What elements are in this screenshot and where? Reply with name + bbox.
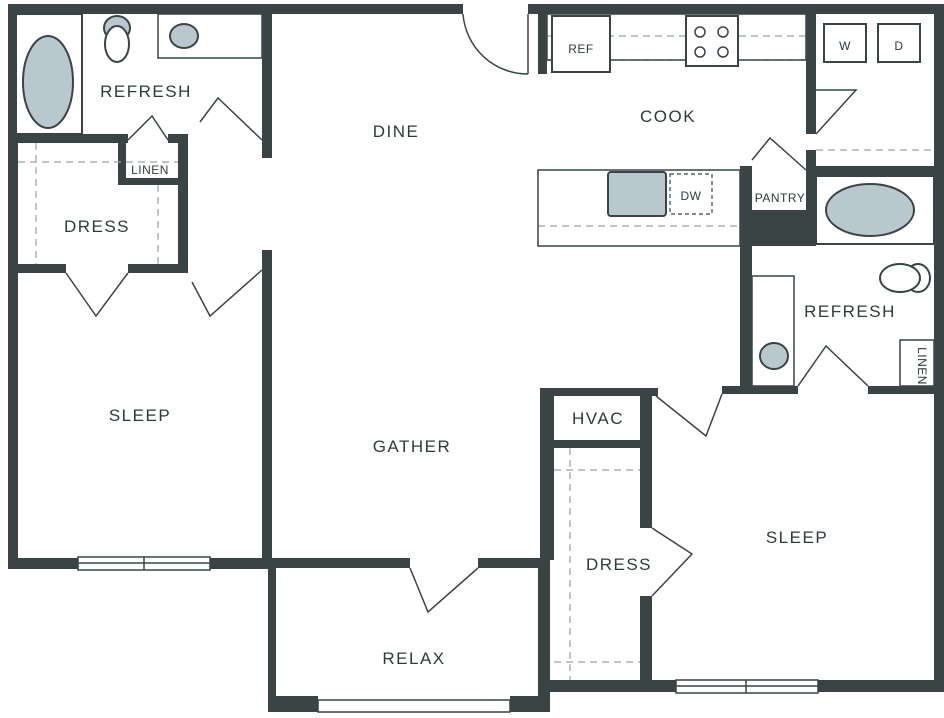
appliance-label-ref: REF xyxy=(568,42,594,56)
room-label-sleep-2: SLEEP xyxy=(766,528,828,547)
wall-right-lower xyxy=(934,388,944,692)
linen-closet-2 xyxy=(899,339,935,387)
walls xyxy=(8,4,944,712)
wall-relax-right xyxy=(538,558,550,712)
wall-dress2-right-lower xyxy=(640,596,652,692)
dress1-door xyxy=(65,272,129,318)
dashed-lines xyxy=(18,35,934,680)
linen1-door xyxy=(127,114,169,141)
appliance-label-washer: W xyxy=(839,39,851,53)
washer xyxy=(823,23,867,63)
wall-dress1-right xyxy=(178,134,188,270)
room-label-hvac: HVAC xyxy=(572,409,624,428)
room-label-pantry: PANTRY xyxy=(755,191,806,205)
laundry-door xyxy=(815,89,858,135)
dryer xyxy=(877,23,921,63)
wall-pantry-right-upper xyxy=(806,150,816,176)
relax-door xyxy=(409,567,479,614)
bath1-door xyxy=(199,96,263,141)
wall-dine-left-upper xyxy=(262,4,272,158)
pantry-door xyxy=(751,136,807,171)
sleep2-door xyxy=(655,393,723,438)
wall-dine-left-lower xyxy=(262,250,272,568)
wall-sleep2-top xyxy=(722,386,742,394)
appliance-label-dw: DW xyxy=(681,189,702,203)
back-counter xyxy=(546,13,807,61)
burner-icon xyxy=(694,26,706,38)
wall-bath1-bottom-a xyxy=(8,134,128,143)
wall-gather-relax-a xyxy=(265,558,410,568)
wall-relax-left xyxy=(268,568,276,698)
kitchen-island xyxy=(537,169,741,247)
wall-bottom-sleep1-b xyxy=(210,558,275,569)
sleep1-door xyxy=(191,269,263,318)
range xyxy=(685,15,739,67)
sink-icon xyxy=(169,23,199,49)
room-labels: REFRESH LINEN DRESS SLEEP DINE GATHER CO… xyxy=(64,39,929,668)
wall-dress1-bottom-a xyxy=(8,264,66,273)
wall-bottom-sleep1-a xyxy=(8,558,78,569)
room-label-linen-1: LINEN xyxy=(131,163,169,177)
room-label-dress-2: DRESS xyxy=(586,555,652,574)
refrigerator xyxy=(551,15,611,73)
wall-bath2-bottom-a xyxy=(740,386,798,394)
wall-top-left xyxy=(8,4,463,14)
wall-bottom-sleep2-b xyxy=(818,680,944,692)
wall-hvac-left xyxy=(540,388,554,560)
wall-kitchen-left xyxy=(538,4,547,74)
sink-icon xyxy=(759,342,789,370)
bath-fixtures xyxy=(15,13,935,387)
wall-pantry-block xyxy=(740,210,816,246)
window-relax xyxy=(317,699,511,713)
wall-right xyxy=(934,4,944,400)
room-label-cook: COOK xyxy=(640,107,696,126)
room-label-sleep-1: SLEEP xyxy=(109,406,171,425)
kitchen xyxy=(537,13,921,247)
wall-bath2-bottom-b xyxy=(868,386,944,394)
entry-door-swing xyxy=(462,13,529,75)
room-label-refresh-1: REFRESH xyxy=(100,82,192,101)
wall-bath2-top xyxy=(806,166,944,175)
room-label-relax: RELAX xyxy=(382,649,445,668)
wall-linen1-left xyxy=(118,134,126,184)
wall-dress1-bottom-b xyxy=(128,264,188,273)
wall-bath2-left xyxy=(740,246,752,394)
wall-gather-relax-b xyxy=(478,558,548,568)
burner-icon xyxy=(717,46,729,58)
room-label-linen-2: LINEN xyxy=(915,347,929,385)
wall-relax-bottom-a xyxy=(268,696,318,712)
wall-dress2-right-upper xyxy=(640,388,652,528)
appliance-label-dryer: D xyxy=(894,39,903,53)
wall-left xyxy=(8,4,18,569)
wall-bottom-sleep2-a xyxy=(538,680,676,692)
wall-laundry-left xyxy=(806,4,816,134)
dishwasher xyxy=(669,173,713,215)
doors xyxy=(65,13,935,614)
bathtub-icon xyxy=(825,183,915,237)
wall-hvac-top xyxy=(540,388,658,396)
room-label-dress-1: DRESS xyxy=(64,217,130,236)
burner-icon xyxy=(694,46,706,58)
wall-hvac-top-b xyxy=(622,388,656,396)
windows xyxy=(77,556,819,713)
wall-bath2-left-upper xyxy=(806,166,816,246)
room-label-dine: DINE xyxy=(373,122,420,141)
wall-linen1-bottom xyxy=(118,178,186,185)
toilet-icon xyxy=(879,263,921,293)
wall-top-right xyxy=(528,4,944,14)
toilet-icon xyxy=(104,25,130,63)
bathtub-icon xyxy=(22,35,74,129)
burner-icon xyxy=(717,26,729,38)
room-label-gather: GATHER xyxy=(373,437,452,456)
bath2-door xyxy=(797,344,869,387)
dress2-door xyxy=(651,527,694,597)
kitchen-sink-icon xyxy=(607,171,667,217)
room-label-refresh-2: REFRESH xyxy=(804,302,896,321)
wall-hvac-bottom xyxy=(540,440,650,448)
